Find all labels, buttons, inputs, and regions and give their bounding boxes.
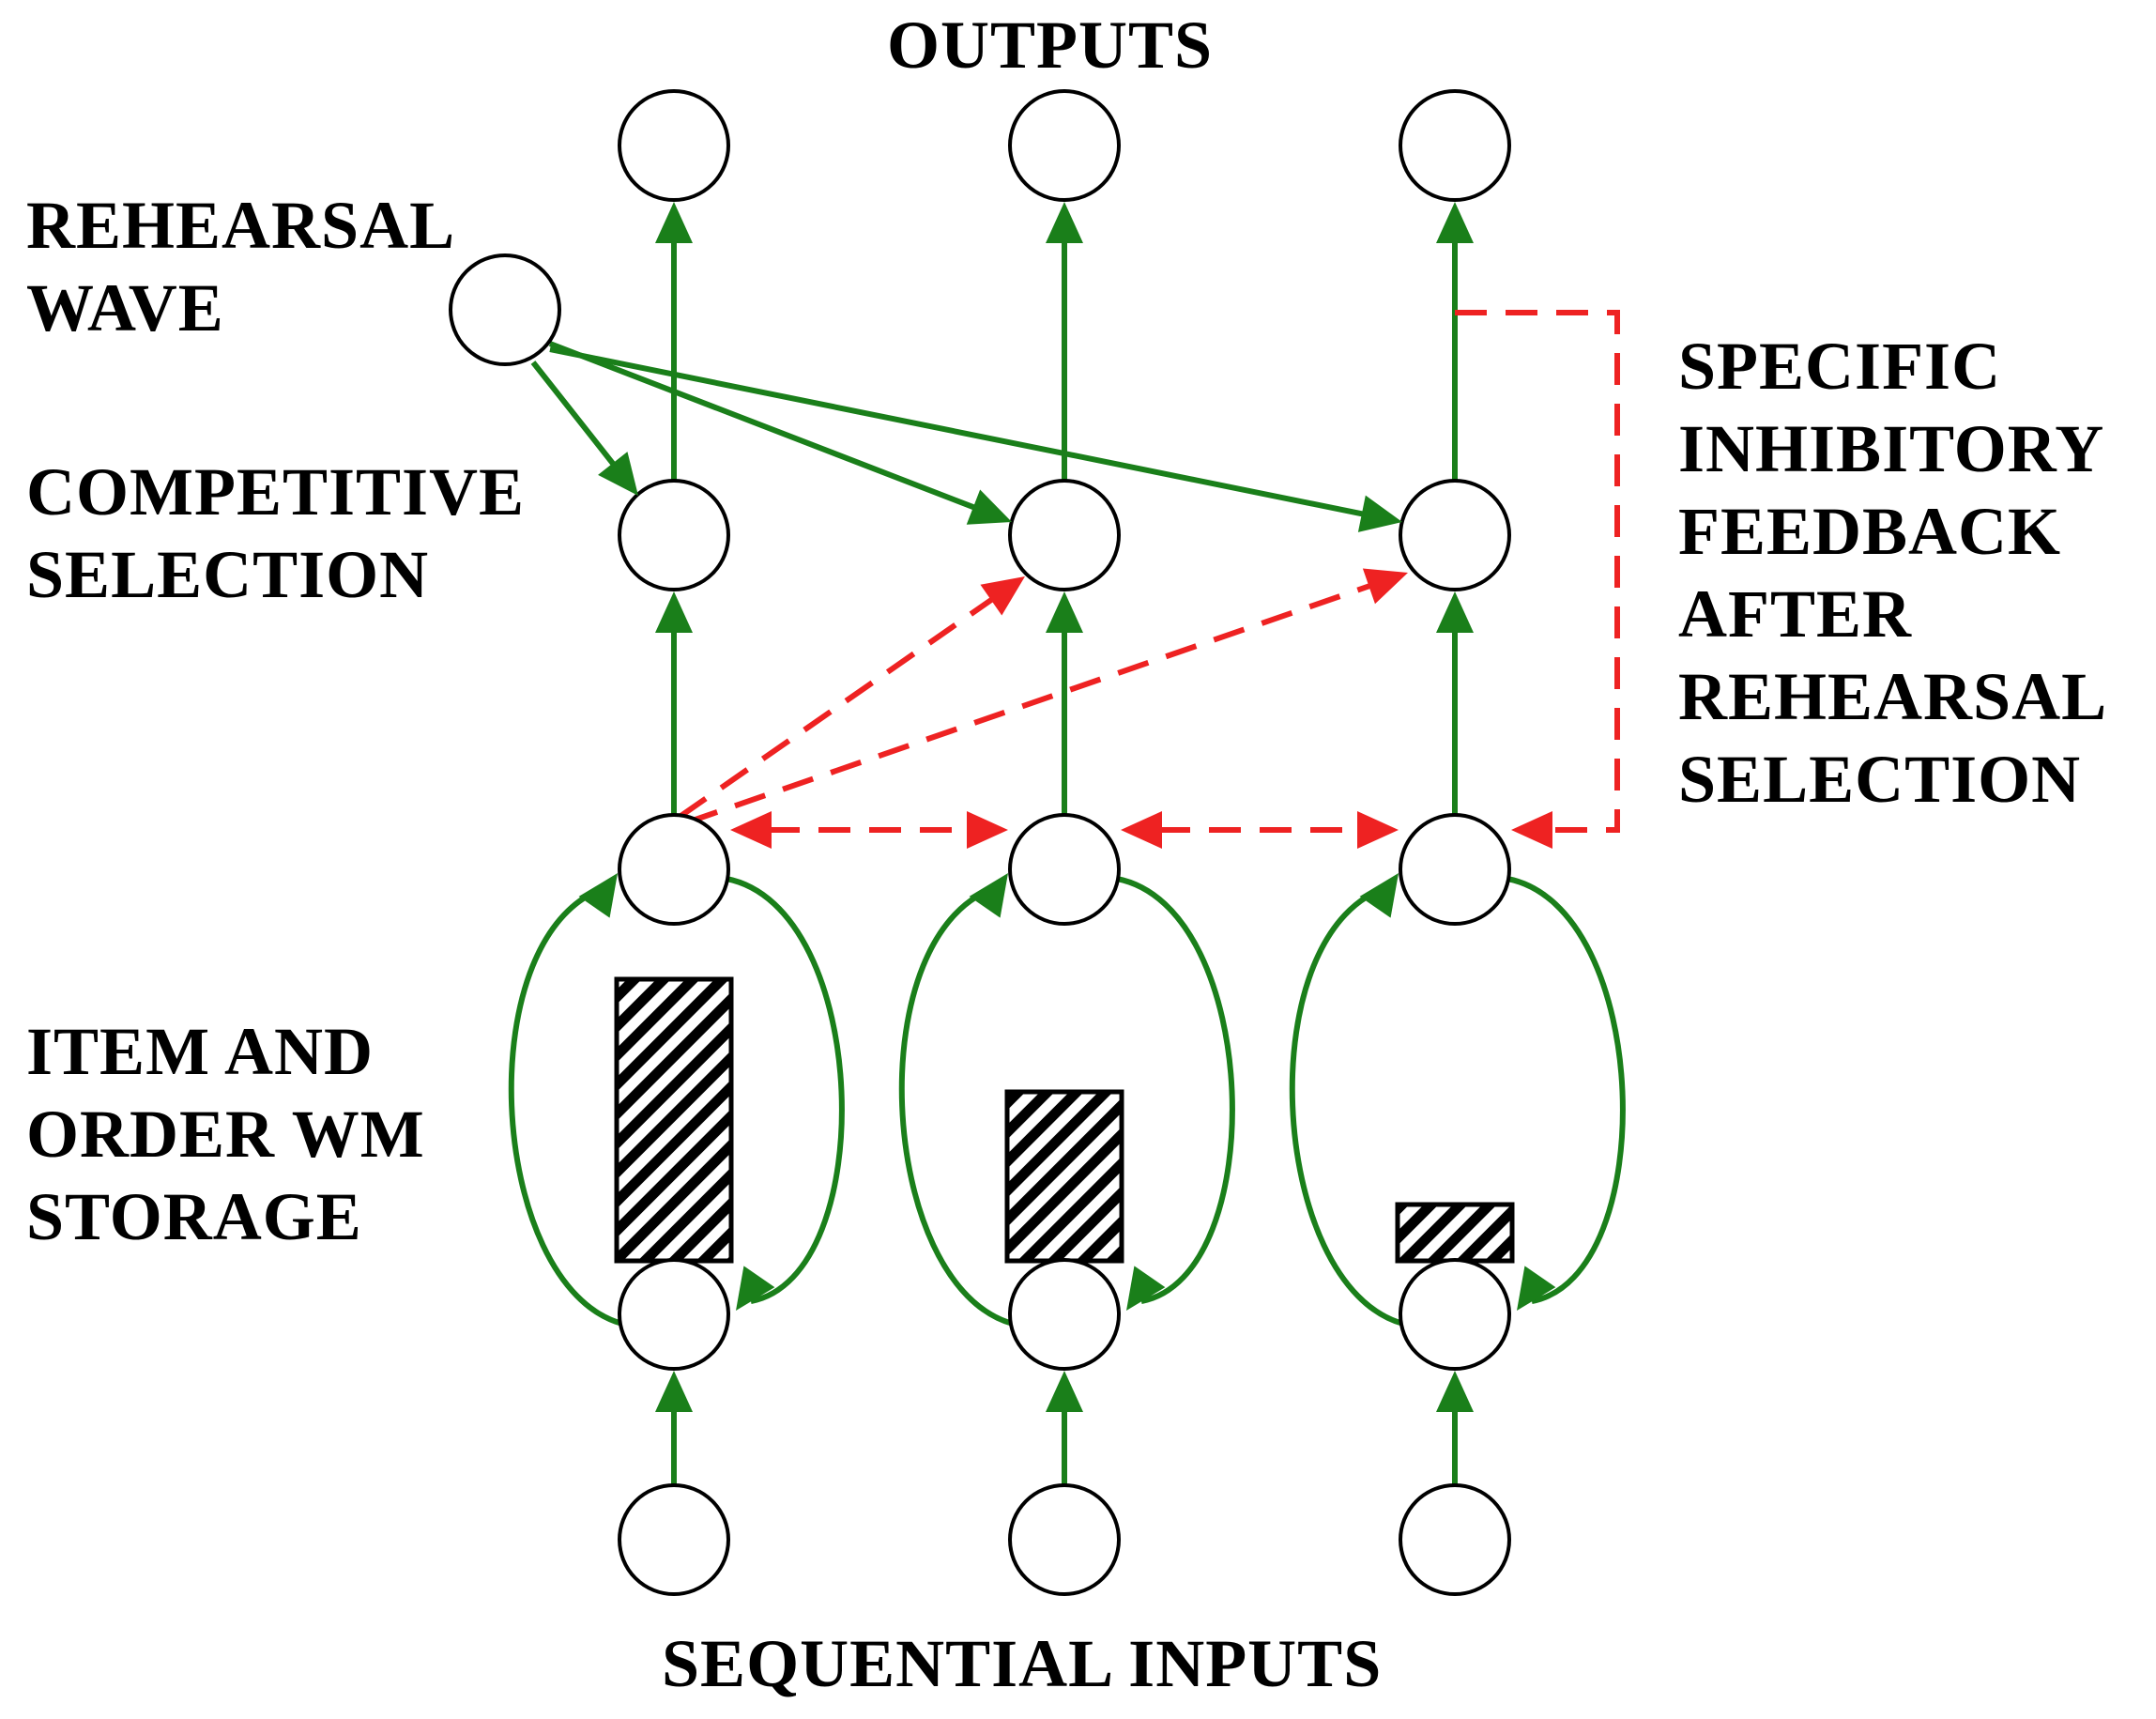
inhibit-wm2-wm3-arrowhead-left — [1121, 811, 1162, 849]
working-memory-node-3 — [1399, 813, 1511, 926]
storage-loop-right-arrowhead-1 — [736, 1266, 775, 1311]
rehearsal-wave-line-3 — [549, 346, 1367, 517]
inhibit-wm2-wm3-arrowhead-right — [1357, 811, 1399, 849]
selection-to-output-arrowhead-1 — [655, 202, 693, 243]
outputs-title: OUTPUTS — [887, 4, 1213, 86]
competitive-selection-node-2 — [1008, 479, 1121, 591]
storage-node-1 — [618, 1258, 730, 1371]
storage-label-line-3: STORAGE — [26, 1179, 362, 1254]
competitive-selection-node-1 — [618, 479, 730, 591]
output-node-2 — [1008, 89, 1121, 202]
competitive-selection-label-line-1: COMPETITIVE — [26, 454, 526, 530]
feedback-label-line-5: REHEARSAL — [1678, 659, 2108, 734]
rehearsal-wave-node — [449, 253, 561, 366]
selection-to-output-arrowhead-3 — [1436, 202, 1474, 243]
rehearsal-wave-arrowhead-3 — [1357, 495, 1402, 532]
storage-loop-right-2 — [1116, 876, 1235, 1304]
input-node-3 — [1399, 1483, 1511, 1596]
rehearsal-wave-label: REHEARSAL WAVE — [26, 184, 455, 349]
storage-activity-bar-2 — [1004, 1089, 1124, 1264]
input-to-storage-arrowhead-2 — [1046, 1371, 1083, 1412]
storage-loop-right-3 — [1506, 876, 1626, 1304]
storage-loop-right-arrowhead-2 — [1126, 1266, 1166, 1311]
inhibit-wm1-to-sel3 — [686, 582, 1374, 825]
rehearsal-wave-arrowhead-1 — [598, 452, 638, 496]
rehearsal-wave-line-1 — [530, 361, 618, 468]
feedback-label-line-2: INHIBITORY — [1678, 411, 2105, 486]
storage-loop-left-1 — [508, 883, 623, 1327]
wm-to-selection-arrowhead-3 — [1436, 591, 1474, 633]
feedback-label-line-3: FEEDBACK — [1678, 494, 2062, 569]
rehearsal-wave-line-2 — [548, 341, 978, 512]
input-to-storage-arrowhead-1 — [655, 1371, 693, 1412]
feedback-label-line-4: AFTER — [1678, 576, 1913, 652]
wm-to-selection-arrowhead-1 — [655, 591, 693, 633]
storage-node-2 — [1008, 1258, 1121, 1371]
input-to-storage-arrowhead-3 — [1436, 1371, 1474, 1412]
working-memory-node-1 — [618, 813, 730, 926]
inhibit-wm1-wm2-arrowhead-right — [967, 811, 1008, 849]
output-node-3 — [1399, 89, 1511, 202]
sequential-inputs-title: SEQUENTIAL INPUTS — [662, 1622, 1382, 1705]
storage-label-line-2: ORDER WM — [26, 1097, 425, 1172]
storage-node-3 — [1399, 1258, 1511, 1371]
competitive-selection-label-line-2: SELECTION — [26, 537, 430, 612]
storage-loop-left-3 — [1289, 883, 1404, 1327]
rehearsal-wave-arrowhead-2 — [966, 489, 1012, 525]
inhibit-wm1-to-sel3-arrowhead — [1362, 568, 1408, 605]
specific-inhibitory-feedback-line — [1455, 310, 1620, 833]
storage-loop-right-1 — [726, 876, 845, 1304]
rehearsal-wave-label-line-2: WAVE — [26, 270, 224, 345]
storage-activity-bar-3 — [1395, 1202, 1515, 1264]
feedback-label-line-1: SPECIFIC — [1678, 329, 2002, 404]
input-node-2 — [1008, 1483, 1121, 1596]
outputs-title-text: OUTPUTS — [887, 8, 1214, 83]
competitive-selection-node-3 — [1399, 479, 1511, 591]
rehearsal-wave-label-line-1: REHEARSAL — [26, 188, 456, 263]
selection-to-output-arrowhead-2 — [1046, 202, 1083, 243]
item-order-wm-storage-label: ITEM AND ORDER WM STORAGE — [26, 1010, 425, 1258]
inhibit-wm1-to-sel2-arrowhead — [980, 576, 1025, 616]
inhibit-wm1-to-sel2 — [678, 595, 996, 820]
specific-inhibitory-feedback-arrowhead — [1511, 811, 1552, 849]
storage-loop-left-arrowhead-3 — [1359, 873, 1399, 918]
storage-loop-left-arrowhead-1 — [578, 873, 618, 918]
storage-activity-bar-1 — [614, 976, 734, 1264]
working-memory-node-2 — [1008, 813, 1121, 926]
sequential-inputs-title-text: SEQUENTIAL INPUTS — [662, 1626, 1383, 1701]
input-node-1 — [618, 1483, 730, 1596]
inhibitory-feedback-label: SPECIFIC INHIBITORY FEEDBACK AFTER REHEA… — [1678, 325, 2107, 821]
output-node-1 — [618, 89, 730, 202]
storage-loop-left-arrowhead-2 — [969, 873, 1008, 918]
inhibit-wm1-wm2-arrowhead-left — [730, 811, 772, 849]
storage-label-line-1: ITEM AND — [26, 1014, 375, 1089]
wm-to-selection-arrowhead-2 — [1046, 591, 1083, 633]
competitive-selection-label: COMPETITIVE SELECTION — [26, 451, 525, 616]
feedback-label-line-6: SELECTION — [1678, 742, 2082, 817]
storage-loop-left-2 — [898, 883, 1014, 1327]
storage-loop-right-arrowhead-3 — [1517, 1266, 1556, 1311]
